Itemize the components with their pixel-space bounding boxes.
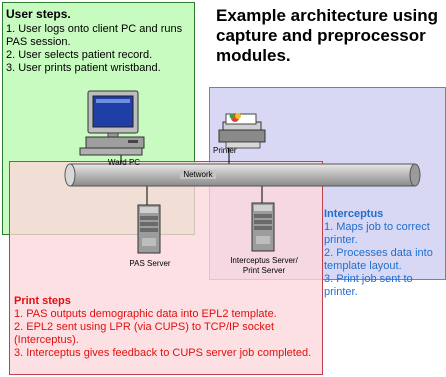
user-step-1: 1. User logs onto client PC and runs PAS… xyxy=(6,23,183,48)
user-steps-title: User steps. xyxy=(6,7,71,21)
interceptus-step-1: 1. Maps job to correct printer. xyxy=(324,221,430,246)
network-cylinder xyxy=(64,163,421,187)
network-label: Network xyxy=(180,170,216,179)
interceptus-step-2: 2. Processes data into template layout. xyxy=(324,247,433,272)
user-step-2: 2. User selects patient record. xyxy=(6,49,153,61)
printer-label: Printer xyxy=(213,146,237,155)
interceptus-step-3: 3. Print job sent to printer. xyxy=(324,273,413,298)
printer-icon xyxy=(218,113,266,149)
interceptus-title: Interceptus xyxy=(324,208,384,220)
page-title: Example architecture using capture and p… xyxy=(216,6,439,65)
user-step-3: 3. User prints patient wristband. xyxy=(6,62,161,74)
interceptus-server-label: Interceptus Server/ Print Server xyxy=(230,256,298,275)
interceptus-server-icon xyxy=(251,202,275,252)
print-steps-title: Print steps xyxy=(14,295,71,307)
print-step-1: 1. PAS outputs demographic data into EPL… xyxy=(14,308,277,320)
ward-pc-icon xyxy=(79,90,145,156)
print-step-3: 3. Interceptus gives feedback to CUPS se… xyxy=(14,347,312,359)
print-steps-region xyxy=(9,161,323,375)
pas-server-icon xyxy=(137,204,161,254)
ward-pc-label: Ward PC xyxy=(107,158,141,167)
pas-server-label: PAS Server xyxy=(129,259,171,268)
print-step-2: 2. EPL2 sent using LPR (via CUPS) to TCP… xyxy=(14,321,275,346)
